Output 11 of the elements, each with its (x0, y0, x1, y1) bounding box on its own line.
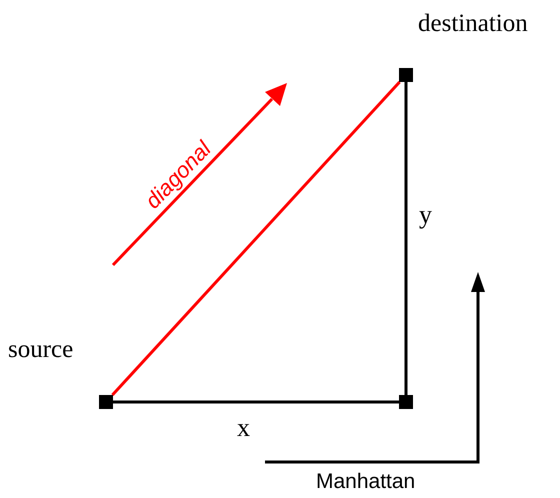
connector-line (404, 82, 408, 395)
point-label: source (8, 336, 74, 364)
edge-label: x (237, 413, 250, 443)
point-marker (399, 395, 413, 409)
connector-line (113, 400, 399, 404)
direction-label: Manhattan (316, 470, 416, 494)
point-marker (99, 395, 113, 409)
connector-line (111, 80, 401, 396)
point-marker (399, 68, 413, 82)
edge-label: y (419, 200, 432, 230)
point-label: destination (418, 10, 528, 38)
